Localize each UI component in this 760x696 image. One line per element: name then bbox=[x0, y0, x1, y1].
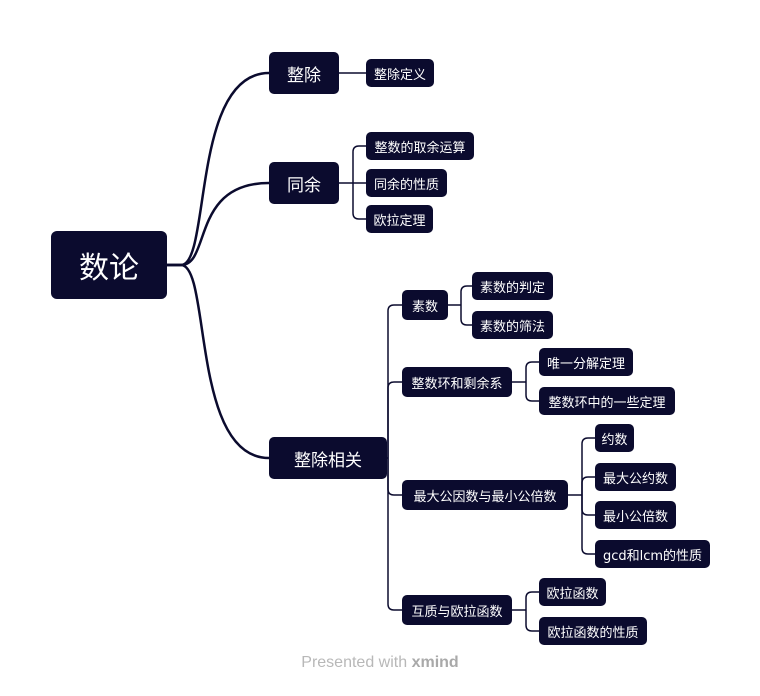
leaf-sushu-shaifa[interactable]: 素数的筛法 bbox=[472, 311, 553, 339]
topic-sushu[interactable]: 素数 bbox=[402, 290, 448, 320]
leaf-zhengshuhuan-dingli[interactable]: 整数环中的一些定理 bbox=[539, 387, 675, 415]
topic-quyu-yunsuan[interactable]: 整数的取余运算 bbox=[366, 132, 474, 160]
leaf-yueshu[interactable]: 约数 bbox=[595, 424, 634, 452]
branch-tongyu[interactable]: 同余 bbox=[269, 162, 339, 204]
leaf-connector bbox=[581, 437, 595, 495]
branch-connector bbox=[387, 304, 402, 458]
branch-connector bbox=[387, 381, 402, 458]
leaf-oula-hanshu-xingzhi[interactable]: 欧拉函数的性质 bbox=[539, 617, 647, 645]
leaf-connector bbox=[460, 305, 472, 326]
branch-connector bbox=[352, 183, 366, 220]
topic-tongyu-xingzhi[interactable]: 同余的性质 bbox=[366, 169, 447, 197]
branch-zhengchu[interactable]: 整除 bbox=[269, 52, 339, 94]
leaf-zuixiao-gongbeishu[interactable]: 最小公倍数 bbox=[595, 501, 676, 529]
topic-zhengchu-dingyi[interactable]: 整除定义 bbox=[366, 59, 434, 87]
leaf-connector bbox=[581, 495, 595, 555]
branch-connector bbox=[352, 145, 366, 183]
leaf-connector bbox=[525, 382, 539, 402]
topic-oula-dingli[interactable]: 欧拉定理 bbox=[366, 205, 433, 233]
root-node[interactable]: 数论 bbox=[51, 231, 167, 299]
footer: Presented with xmind bbox=[0, 654, 760, 672]
leaf-connector bbox=[581, 476, 595, 495]
topic-gongyinshu-gongbeishu[interactable]: 最大公因数与最小公倍数 bbox=[402, 480, 568, 510]
leaf-sushu-pandin[interactable]: 素数的判定 bbox=[472, 272, 553, 300]
root-connector bbox=[167, 181, 270, 267]
topic-huzhi-oula[interactable]: 互质与欧拉函数 bbox=[402, 595, 512, 625]
branch-connector bbox=[387, 458, 402, 611]
leaf-gcd-lcm-xingzhi[interactable]: gcd和lcm的性质 bbox=[595, 540, 710, 568]
leaf-oula-hanshu[interactable]: 欧拉函数 bbox=[539, 578, 606, 606]
root-connector bbox=[167, 263, 270, 460]
leaf-connector bbox=[460, 285, 472, 305]
leaf-connector bbox=[525, 591, 539, 610]
leaf-connector bbox=[525, 361, 539, 382]
footer-prefix: Presented with bbox=[301, 654, 408, 671]
topic-zhengshu-huan[interactable]: 整数环和剩余系 bbox=[402, 367, 512, 397]
root-connector bbox=[167, 71, 270, 267]
leaf-connector bbox=[525, 610, 539, 632]
leaf-weiyi-fenjie[interactable]: 唯一分解定理 bbox=[539, 348, 633, 376]
branch-zhengchu-xiangguan[interactable]: 整除相关 bbox=[269, 437, 387, 479]
footer-brand: xmind bbox=[411, 654, 459, 671]
leaf-zuida-gongyueshu[interactable]: 最大公约数 bbox=[595, 463, 676, 491]
